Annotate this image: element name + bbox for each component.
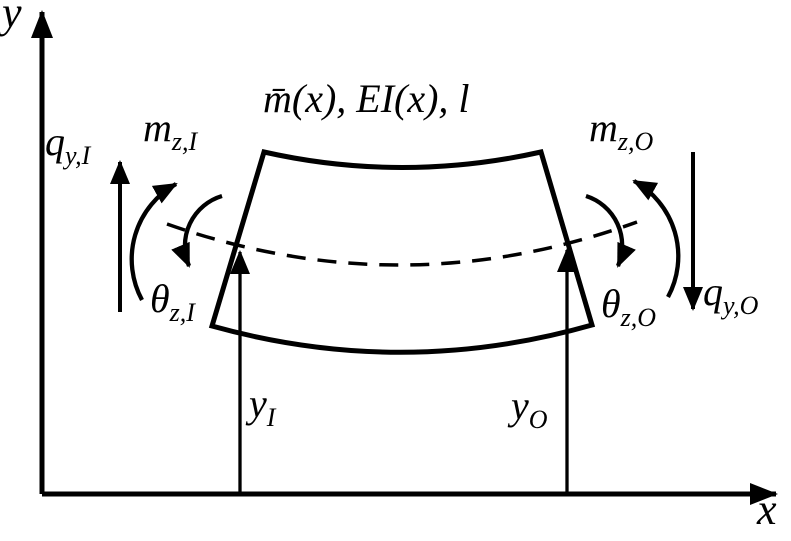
x-axis-label: x [757, 485, 777, 534]
rotation-out-arc-arrow [585, 193, 636, 268]
moment-in-label: mz,I [143, 105, 198, 156]
beam-outline [208, 149, 596, 355]
rotation-in-label: θz,I [150, 276, 195, 327]
shear-out-label: qy,O [703, 269, 759, 320]
moment-in-arc-arrow [129, 182, 178, 302]
rotation-out-label: θz,O [601, 281, 657, 332]
moment-out-arc-arrow [632, 179, 681, 299]
y-axis-label: y [2, 0, 22, 37]
beam-property-label: m̄(x), EI(x), l [263, 76, 470, 121]
neutral-axis-dashed-curve [166, 220, 638, 267]
shear-in-label: qy,I [45, 119, 91, 170]
deflection-out-label: yO [511, 383, 548, 434]
rotation-in-arc-arrow [171, 193, 223, 268]
deflection-in-label: yI [249, 381, 276, 432]
moment-out-label: mz,O [589, 105, 654, 156]
